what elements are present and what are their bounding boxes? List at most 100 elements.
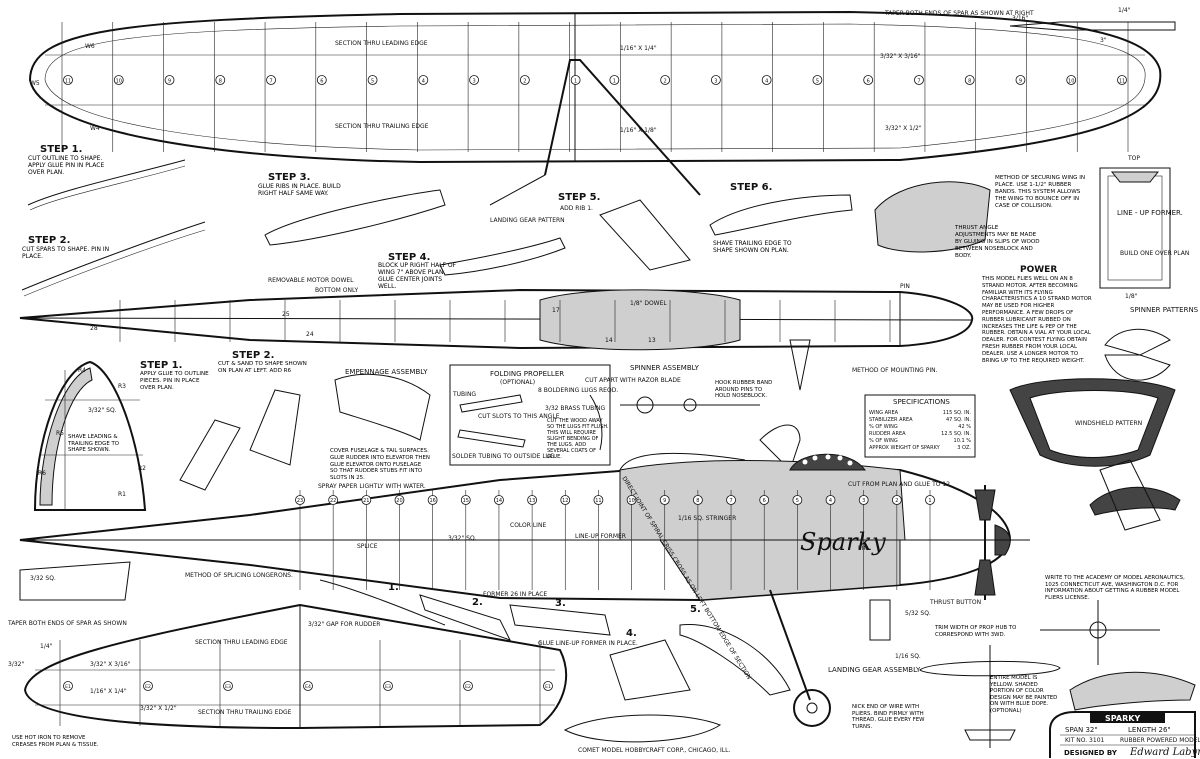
fuselage-frame-number: 8 [696, 498, 699, 504]
spinner-patterns: SPINNER PATTERNS [1104, 306, 1199, 381]
wing-rib-marker [469, 75, 479, 85]
stabilizer-rib-marker [303, 681, 313, 691]
rudder-note: SHAVE LEADING & TRAILING EDGE TO SHAPE S… [68, 434, 120, 453]
spec-value: 47 SQ. IN. [946, 417, 971, 423]
fuselage-frame-marker [626, 495, 637, 505]
lineup-former: TOP LINE - UP FORMER. BUILD ONE OVER PLA… [1099, 155, 1189, 300]
lineup-note: BUILD ONE OVER PLAN [1120, 250, 1189, 257]
wing-w4: W4 [90, 125, 100, 132]
fuse-lineup-former: LINE-UP FORMER [575, 533, 626, 540]
tail-step-2-text: CUT & SAND TO SHAPE SHOWN ON PLAN AT LEF… [218, 361, 307, 374]
fuselage-top: REMOVABLE MOTOR DOWEL BOTTOM ONLY 1/8" D… [19, 277, 974, 374]
fuselage-frame-number: 21 [363, 498, 369, 504]
fuselage-frame-marker [427, 495, 438, 505]
mounting-pin: METHOD OF MOUNTING PIN. [852, 367, 938, 374]
fuselage-frame-marker [295, 495, 305, 505]
stabilizer-rib-marker [143, 681, 153, 691]
prop-wood: CUT THE WOOD AWAY SO THE LUGS FIT FLUSH.… [547, 418, 609, 460]
wing-rib-number: 2 [523, 79, 526, 85]
spec-value: 12.5 SQ. IN. [941, 431, 971, 437]
power-section: POWER THIS MODEL FLIES WELL ON AN 8 STRA… [982, 265, 1092, 364]
stabilizer-rib-marker [63, 681, 73, 691]
wing-rib-marker [215, 75, 226, 85]
spec-label: WING AREA [869, 410, 899, 416]
prop-lugs: 8 BOLDERING LUGS REQD. [538, 387, 618, 394]
fuselage-frame-number: 11 [595, 498, 601, 504]
fuselage-frame-marker [825, 495, 836, 505]
wing-w5: W5 [30, 80, 40, 87]
wing-rib-number: 1 [574, 79, 577, 85]
spec-title: SPECIFICATIONS [893, 398, 950, 406]
fuselage-top-frames [119, 300, 891, 342]
wing-rib-number: 4 [422, 79, 425, 85]
power-text: THIS MODEL FLIES WELL ON AN 8 STRAND MOT… [982, 276, 1092, 364]
fuselage-frame-marker [726, 495, 736, 505]
fuselage-frame-marker [328, 495, 339, 505]
assembly-step-5: 5. [690, 604, 701, 615]
assembly-step-1: 1. [388, 582, 399, 593]
wing-rib-marker [63, 75, 73, 85]
stab-gap: 3/32" GAP FOR RUDDER [308, 621, 380, 628]
prop-solder: SOLDER TUBING TO OUTSIDE LUG. [452, 453, 556, 460]
fuse-pin: PIN [858, 545, 868, 552]
stabilizer-rib-number: E3 [385, 684, 391, 690]
wing-mount-detail: METHOD OF SECURING WING IN PLACE. USE 1-… [874, 175, 1085, 259]
prop-slots: CUT SLOTS TO THIS ANGLE [478, 413, 560, 420]
fuse-top-n28: 28 [90, 325, 98, 332]
title-name: SPARKY [1105, 714, 1140, 723]
rudder-r3: R3 [118, 383, 126, 390]
stab-spar1: 3/32" X 3/16" [90, 661, 131, 668]
fuselage-frame-number: 2 [895, 498, 898, 504]
title-designed: DESIGNED BY [1064, 749, 1118, 757]
stabilizer-rib-marker [223, 681, 233, 691]
tail-step-1-title: STEP 1. [140, 360, 182, 371]
spec-label: STABILIZER AREA [869, 417, 913, 423]
fuse-splice: SPLICE [357, 543, 378, 550]
wing-step-3-text: GLUE RIBS IN PLACE. BUILD RIGHT HALF SAM… [258, 183, 341, 197]
fuselage-frame-marker [494, 495, 504, 505]
fuselage-frame-number: 10 [628, 498, 634, 504]
landing-gear-title: LANDING GEAR ASSEMBLY [828, 666, 921, 674]
empennage-text: COVER FUSELAGE & TAIL SURFACES. GLUE RUD… [330, 448, 430, 482]
fuse-top-n17: 17 [552, 307, 560, 314]
landing-gear-text: NICK END OF WIRE WITH PLIERS. BIND FIRML… [852, 704, 925, 730]
title-designer: Edward Labyrd [1129, 747, 1200, 758]
stabilizer-rib-number: E1 [545, 684, 551, 690]
wing-step-4-title: STEP 4. [388, 252, 430, 263]
wing-step-5-text: ADD RIB 1. [560, 205, 593, 212]
stabilizer-rib-number: E3 [225, 684, 231, 690]
wing-rib-marker [761, 75, 772, 85]
wing-rib-marker [113, 75, 124, 85]
stab-spar2: 1/16" X 1/4" [90, 688, 127, 695]
wing-spar-right-top: 3/32" X 3/16" [880, 53, 921, 60]
dowel-size: 1/8" DOWEL [630, 300, 667, 307]
lineup-top: TOP [1127, 155, 1140, 162]
wing-rib-number: 3 [473, 79, 476, 85]
assembly-step-3-text: GLUE LINE-UP FORMER IN PLACE. [538, 640, 638, 647]
landing-gear-sq2: 1/16 SQ. [895, 653, 921, 660]
fuselage-frame-marker [394, 495, 405, 505]
wing-step-6-title: STEP 6. [730, 182, 772, 193]
windshield-pattern: WINDSHIELD PATTERN [1009, 378, 1176, 467]
assembly-steps: 1. 2. FORMER 26 IN PLACE 3. GLUE LINE-UP… [319, 579, 791, 743]
wing-step-1-text: CUT OUTLINE TO SHAPE. APPLY GLUE PIN IN … [28, 155, 105, 176]
fuse-top-n24: 24 [306, 331, 314, 338]
wing-rib-marker [316, 75, 327, 85]
fuse-top-n13: 13 [648, 337, 656, 344]
wing-step-4-text: BLOCK UP RIGHT HALF OF WING 7" ABOVE PLA… [378, 262, 457, 290]
wing-rib-number: 4 [765, 79, 768, 85]
stabilizer-rib-number: E4 [305, 684, 311, 690]
folding-propeller: FOLDING PROPELLER (OPTIONAL) TUBING 8 BO… [449, 364, 681, 466]
trim-prop-hub: TRIM WIDTH OF PROP HUB TO CORRESPOND WIT… [935, 625, 1017, 638]
fuselage-frame-number: 23 [297, 498, 303, 504]
wing-rib-marker [1015, 75, 1026, 85]
fuselage-frame-marker [692, 495, 703, 505]
ama-note: WRITE TO THE ACADEMY OF MODEL AERONAUTIC… [1045, 575, 1185, 601]
wing-step-2-title: STEP 2. [28, 235, 70, 246]
wing-rib-marker [367, 75, 378, 85]
empennage-assembly: EMPENNAGE ASSEMBLY COVER FUSELAGE & TAIL… [318, 368, 431, 490]
wing-rib-marker [914, 75, 924, 85]
wing-rib-number: 10 [1068, 79, 1074, 85]
